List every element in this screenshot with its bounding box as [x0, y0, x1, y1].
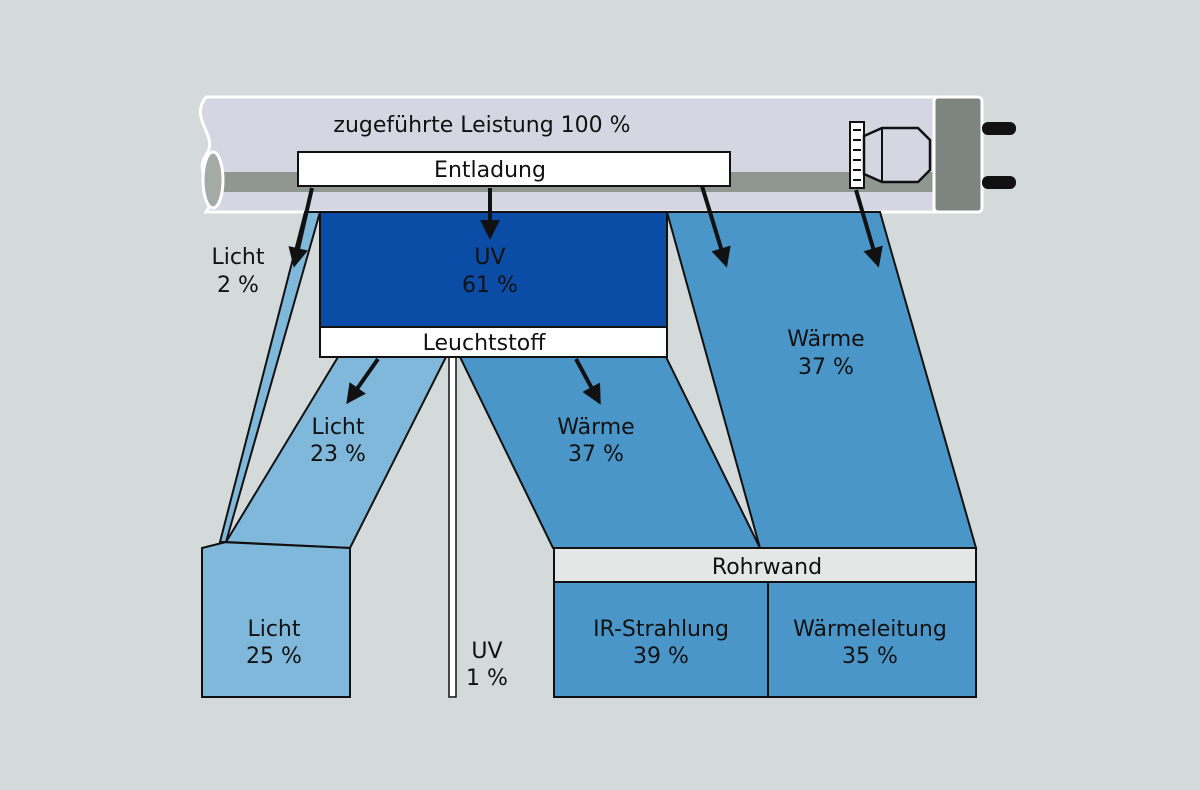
heat-conduction-box	[767, 581, 977, 698]
label-heat-discharge-name: Wärme	[787, 327, 864, 352]
tube-wall-box	[553, 547, 977, 583]
phosphor-label: Leuchtstoff	[423, 331, 547, 356]
tube-end-cap	[932, 95, 984, 214]
contact-pins-icon	[982, 122, 1016, 189]
label-heat-conduction-name: Wärmeleitung	[793, 617, 947, 642]
phosphor-box	[319, 326, 668, 358]
label-heat-phosphor-percent: 37 %	[568, 442, 624, 467]
label-uv-out-name: UV	[471, 639, 502, 664]
label-heat-discharge-percent: 37 %	[798, 355, 854, 380]
label-ir-radiation-name: IR-Strahlung	[593, 617, 729, 642]
tube-wall-label: Rohrwand	[712, 555, 822, 580]
arrow-down-icon	[346, 357, 380, 405]
tube-label: zugeführte Leistung 100 %	[333, 113, 630, 138]
flow-uv-out	[448, 356, 457, 698]
label-uv-discharge-name: UV	[474, 245, 505, 270]
end-cap-body	[932, 95, 984, 214]
tube-opening	[201, 150, 225, 210]
ir-radiation-box	[553, 581, 769, 698]
label-light-direct-percent: 2 %	[217, 273, 259, 298]
arrow-down-icon	[288, 187, 314, 268]
discharge-label: Entladung	[434, 158, 546, 183]
flow-light-total	[201, 541, 351, 698]
label-light-total-name: Licht	[247, 617, 300, 642]
electrode-filament-icon	[849, 121, 932, 189]
label-heat-conduction-percent: 35 %	[842, 644, 898, 669]
discharge-box	[297, 151, 731, 187]
label-uv-discharge-percent: 61 %	[462, 273, 518, 298]
label-uv-out-percent: 1 %	[466, 666, 508, 691]
label-light-phosphor-percent: 23 %	[310, 442, 366, 467]
arrow-down-icon	[574, 358, 601, 405]
arrow-down-icon	[700, 185, 731, 268]
label-light-phosphor-name: Licht	[311, 415, 364, 440]
label-light-total-percent: 25 %	[246, 644, 302, 669]
arrow-down-icon	[854, 189, 883, 268]
arrows	[288, 185, 883, 405]
label-heat-phosphor-name: Wärme	[557, 415, 634, 440]
label-light-direct-name: Licht	[211, 245, 264, 270]
label-ir-radiation-percent: 39 %	[633, 644, 689, 669]
